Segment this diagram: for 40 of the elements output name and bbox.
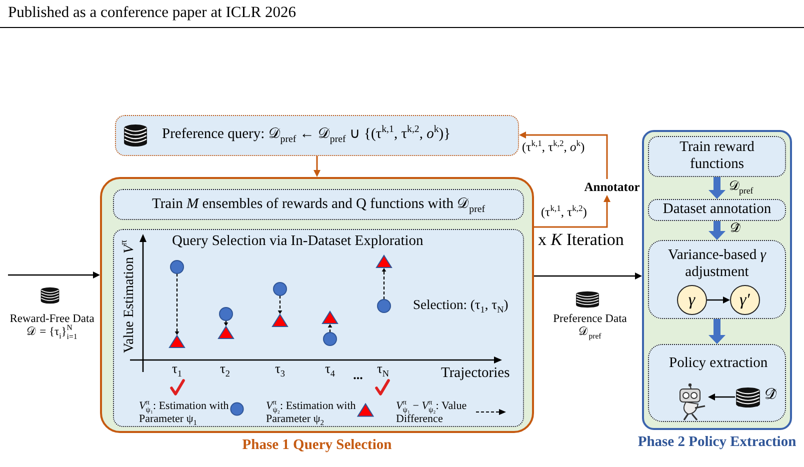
tick-label: τ$_{4}$ — [324, 361, 336, 377]
panel-title: Phase 2 Policy Extraction — [638, 434, 796, 451]
tick-label: τ$_{2}$ — [218, 361, 232, 377]
arrow — [314, 156, 320, 177]
arrow — [534, 272, 642, 280]
legend-text: V$^{π}$$_{ψ₂}$: Estimation with Parameter ψ$_{2}$ — [266, 400, 357, 426]
beside-label: 𝒟̂ — [764, 386, 777, 404]
page-header: Published as a conference paper at ICLR 2026 — [8, 4, 296, 22]
axis-title: Trajectories — [441, 365, 510, 382]
edge-label: 𝒟$_{pref}$ — [729, 179, 754, 194]
process-box — [115, 115, 519, 156]
process-box: Train reward functions — [648, 136, 786, 177]
arrow — [708, 394, 735, 400]
database-icon — [734, 386, 761, 408]
arrow — [707, 296, 730, 304]
arrow — [519, 132, 608, 179]
state-circle: γ — [676, 284, 707, 315]
box-title: Policy extraction — [669, 355, 768, 372]
annotator-label: Annotator — [583, 179, 641, 195]
tick-label: τ$_{3}$ — [274, 361, 286, 377]
box-title: Query Selection via In-Dataset Exploration — [172, 233, 424, 250]
arrow — [8, 272, 100, 278]
box-text: Preference query: 𝒟$_{pref}$ ← 𝒟$_{pref}$ ∪ {(τ$^{k,1}$, τ$^{k,2}$, o$^{k}$)} — [162, 126, 451, 143]
tick-label: τ$_{N}$ — [376, 361, 390, 377]
legend-text: V$^{π}$$_{ψ₁}$: Estimation with Parameter ψ$_{1}$ — [139, 400, 230, 426]
tick-label: τ$_{1}$ — [170, 361, 184, 377]
process-box — [648, 240, 786, 319]
state-circle: γ′ — [730, 284, 760, 315]
process-box: Train M ensembles of rewards and Q functions with 𝒟$_{pref}$ — [113, 189, 524, 220]
box-title: Variance-based γ adjustment — [667, 247, 768, 281]
edge-label: (τ$^{k,1}$, τ$^{k,2}$) — [541, 205, 587, 220]
panel-title: Phase 1 Query Selection — [242, 437, 392, 454]
process-box: Dataset annotation — [648, 199, 786, 221]
iteration-label: x K Iteration — [538, 230, 624, 250]
legend-text: V$^{π}$$_{ψ₁}$ − V$^{π}$$_{ψ₂}$: Value Difference — [396, 400, 468, 426]
edge-label: (τ$^{k,1}$, τ$^{k,2}$, o$^{k}$) — [522, 140, 585, 154]
arrow — [534, 195, 610, 228]
process-box — [648, 344, 786, 422]
selection-label: Selection: (τ$_{1}$, τ$_{N}$) — [413, 297, 508, 313]
tick-label: ... — [352, 368, 364, 383]
